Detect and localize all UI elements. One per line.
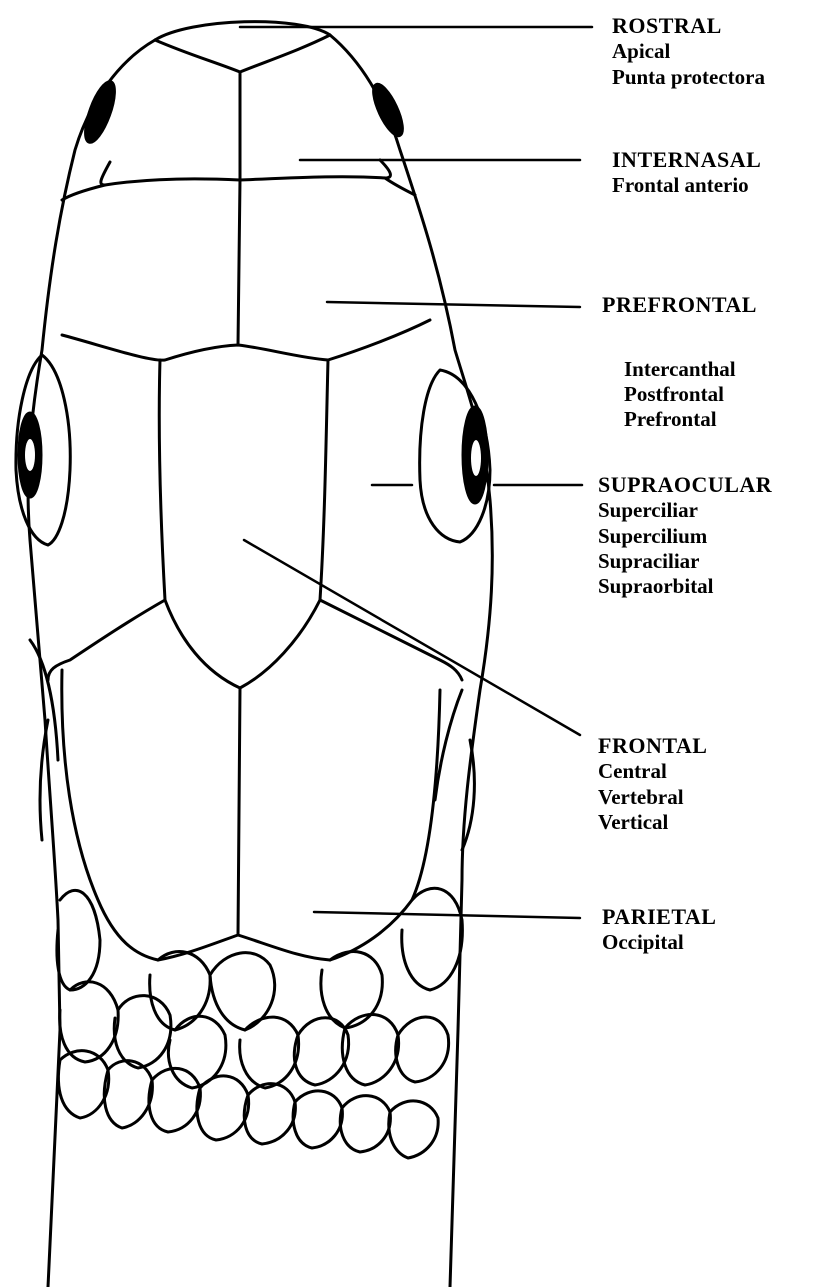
leader-prefrontal <box>327 302 580 307</box>
label-synonym: Supraorbital <box>598 574 772 599</box>
label-frontal: FRONTAL Central Vertebral Vertical <box>598 733 707 835</box>
label-synonym: Frontal anterio <box>612 173 761 198</box>
label-title: PARIETAL <box>602 904 716 930</box>
label-synonym: Supraciliar <box>598 549 772 574</box>
label-parietal: PARIETAL Occipital <box>602 904 716 956</box>
label-synonym: Vertebral <box>598 785 707 810</box>
dorsal-scales <box>57 888 462 1158</box>
label-prefrontal: PREFRONTAL <box>602 292 757 318</box>
label-synonym: Postfrontal <box>624 382 736 407</box>
head-outline-left <box>28 40 155 1287</box>
label-title: FRONTAL <box>598 733 707 759</box>
leader-parietal <box>314 912 580 918</box>
label-synonym: Prefrontal <box>624 407 736 432</box>
label-title: PREFRONTAL <box>602 292 757 318</box>
label-title: ROSTRAL <box>612 13 765 39</box>
label-title: INTERNASAL <box>612 147 761 173</box>
leader-lines <box>240 27 592 918</box>
left-eye <box>16 355 70 545</box>
label-rostral: ROSTRAL Apical Punta protectora <box>612 13 765 90</box>
right-eye <box>420 370 490 542</box>
label-synonym: Supercilium <box>598 524 772 549</box>
label-synonym: Apical <box>612 39 765 64</box>
label-synonym: Central <box>598 759 707 784</box>
right-nostril <box>368 81 408 139</box>
label-prefrontal-synonyms: Intercanthal Postfrontal Prefrontal <box>624 357 736 433</box>
leader-frontal <box>244 540 580 735</box>
label-synonym: Vertical <box>598 810 707 835</box>
label-supraocular: SUPRAOCULAR Superciliar Supercilium Supr… <box>598 472 772 599</box>
label-synonym: Punta protectora <box>612 65 765 90</box>
label-internasal: INTERNASAL Frontal anterio <box>612 147 761 199</box>
label-synonym: Intercanthal <box>624 357 736 382</box>
label-synonym: Occipital <box>602 930 716 955</box>
label-synonym: Superciliar <box>598 498 772 523</box>
label-title: SUPRAOCULAR <box>598 472 772 498</box>
left-nostril <box>80 79 121 146</box>
